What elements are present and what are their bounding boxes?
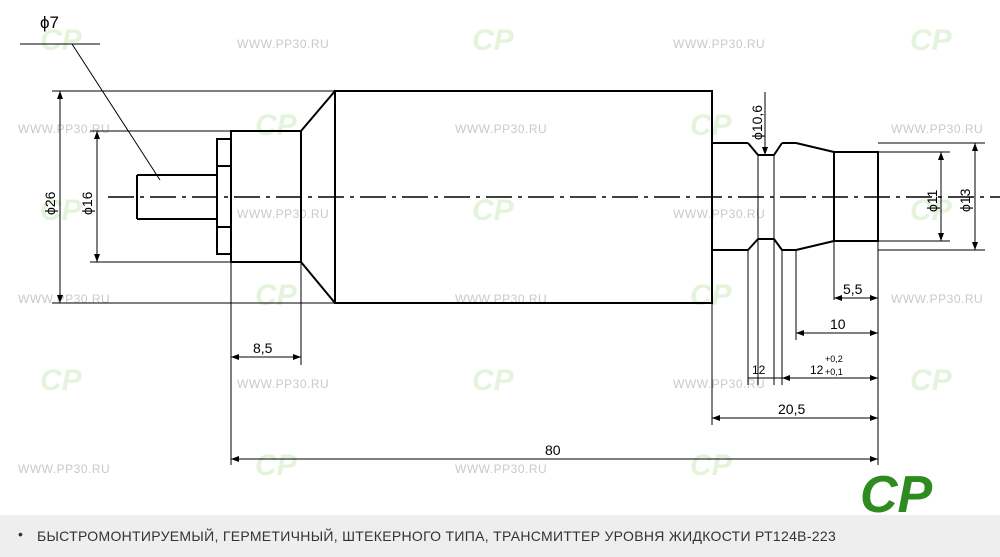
label-5-5: 5,5 — [843, 281, 863, 297]
watermark-site-text: WWW.PP30.RU — [18, 122, 110, 136]
label-20-5: 20,5 — [778, 401, 805, 417]
watermark-logo: CP — [40, 194, 83, 227]
label-12-tol-lower: +0,1 — [825, 367, 843, 377]
technical-drawing: WWW.PP30.RU WWW.PP30.RU WWW.PP30.RU WWW.… — [18, 13, 1000, 482]
watermark-logo: CP — [472, 364, 515, 397]
watermark-logo: CP — [40, 364, 83, 397]
watermark-layer: WWW.PP30.RU WWW.PP30.RU WWW.PP30.RU WWW.… — [18, 24, 983, 482]
watermark-logo: CP — [910, 194, 953, 227]
caption-bar: • БЫСТРОМОНТИРУЕМЫЙ, ГЕРМЕТИЧНЫЙ, ШТЕКЕР… — [0, 515, 1000, 557]
watermark-logo: CP — [472, 194, 515, 227]
watermark-site-text: WWW.PP30.RU — [18, 462, 110, 476]
watermark-site-text: WWW.PP30.RU — [673, 377, 765, 391]
brand-logo-text: CP — [860, 466, 933, 522]
dimension-lines — [20, 43, 985, 465]
watermark-site-text: WWW.PP30.RU — [673, 207, 765, 221]
label-d10-6: ϕ10,6 — [749, 105, 765, 140]
watermark-site-text: WWW.PP30.RU — [18, 292, 110, 306]
watermark-logo: CP — [690, 449, 733, 482]
watermark-logo: CP — [472, 24, 515, 57]
arrowheads — [57, 91, 978, 462]
watermark-site-text: WWW.PP30.RU — [455, 122, 547, 136]
watermark-site-text: WWW.PP30.RU — [237, 207, 329, 221]
watermark-logo: CP — [255, 449, 298, 482]
label-12-tol: 12 — [810, 363, 824, 377]
watermark-site-text: WWW.PP30.RU — [891, 292, 983, 306]
label-d26: ϕ26 — [42, 191, 58, 215]
watermark-site-text: WWW.PP30.RU — [455, 462, 547, 476]
caption-bullet: • — [18, 526, 23, 542]
label-12: 12 — [752, 363, 766, 377]
label-d13: ϕ13 — [957, 188, 973, 212]
label-12-tol-upper: +0,2 — [825, 354, 843, 364]
label-d16: ϕ16 — [79, 191, 95, 215]
watermark-site-text: WWW.PP30.RU — [237, 37, 329, 51]
brand-logo: CP — [850, 466, 970, 522]
label-80: 80 — [545, 442, 561, 458]
watermark-site-text: WWW.PP30.RU — [673, 37, 765, 51]
watermark-site-text: WWW.PP30.RU — [237, 377, 329, 391]
dimension-labels: ϕ7 ϕ26 ϕ16 ϕ10,6 ϕ11 ϕ13 5,5 10 8,5 12 1… — [40, 13, 973, 458]
label-8-5: 8,5 — [253, 340, 273, 356]
watermark-logo: CP — [40, 24, 83, 57]
watermark-logo: CP — [255, 109, 298, 142]
label-d7: ϕ7 — [40, 13, 59, 32]
label-10: 10 — [830, 316, 846, 332]
watermark-logo: CP — [910, 364, 953, 397]
caption-text: БЫСТРОМОНТИРУЕМЫЙ, ГЕРМЕТИЧНЫЙ, ШТЕКЕРНО… — [37, 528, 837, 544]
watermark-logo: CP — [255, 279, 298, 312]
label-d11: ϕ11 — [924, 189, 940, 212]
watermark-logo: CP — [910, 24, 953, 57]
watermark-site-text: WWW.PP30.RU — [891, 122, 983, 136]
